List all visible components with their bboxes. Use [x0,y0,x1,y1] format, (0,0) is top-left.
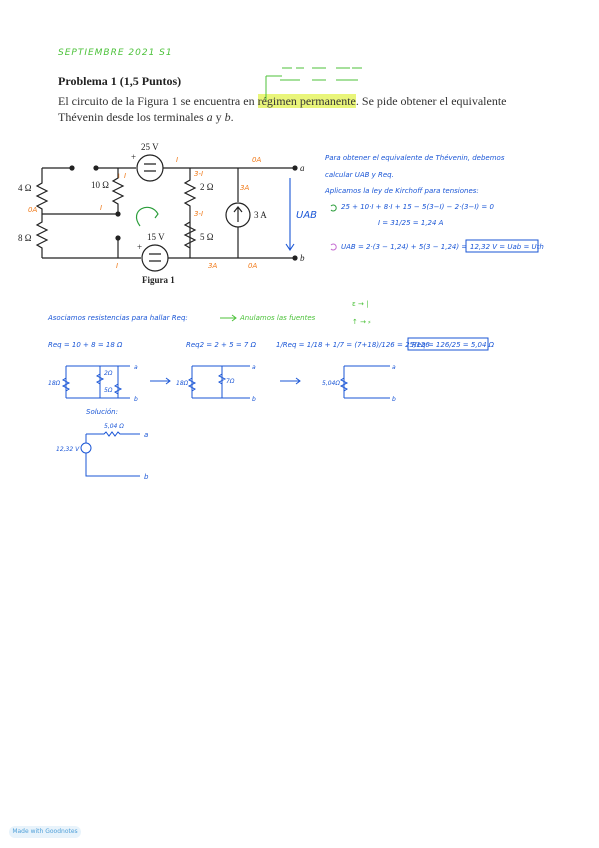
req-notes: Asociamos resistencias para hallar Req: … [47,314,495,349]
solution-label: Solución: [86,408,118,416]
problem-statement: El circuito de la Figura 1 se encuentra … [58,93,544,125]
ann-3a: 3A [240,184,249,192]
figure-caption: Figura 1 [142,275,175,285]
note-line1: Para obtener el equivalente de Thévenin,… [325,154,505,162]
goodnotes-badge: Made with Goodnotes [9,826,81,838]
statement-post: . Se pide obtener el equivalente Théveni… [58,94,507,124]
scribble [265,67,362,100]
req-r1: Req = 10 + 8 = 18 Ω [48,341,123,349]
uab-result-box [465,239,539,253]
req-circuits [61,365,390,399]
label-10ohm: 10 Ω [91,180,109,190]
label-term-a: a [300,163,305,173]
ann-i-bot: I [116,262,118,270]
label-25v: 25 V [141,142,159,152]
req-r3: 1/Req = 1/18 + 1/7 = (7+18)/126 = 25/126 [276,341,430,349]
label-15v: 15 V [147,232,165,242]
req-circuit-labels: 18Ω 2Ω 5Ω 18Ω 7Ω 5,04Ω a b a b a b [48,364,396,403]
solution-circuit [80,431,140,477]
ann-oa-bot: 0A [248,262,257,270]
note-eq3: UAB = 2·(3 − 1,24) + 5(3 − 1,24) = [341,243,467,251]
label-8ohm: 8 Ω [18,233,32,243]
src-i-rule: ↑ → ⸗ [352,318,371,326]
note-line2: calcular UAB y Req. [325,171,394,179]
src-v-rule: ε → | [352,300,368,308]
c1-c: 5Ω [104,387,113,394]
uab-arrow [285,178,295,251]
req-result-box [407,337,489,351]
green-arrow [220,314,237,322]
source-rules: ε → | ↑ → ⸗ [352,300,371,326]
req-arrow-note: Anulamos las fuentes [239,314,316,322]
ann-d2: 3-I [194,210,203,218]
c1-a: 18Ω [48,380,61,387]
ann-i-mid: I [100,204,102,212]
label-5ohm: 5 Ω [200,232,214,242]
note-eq3-box: 12,32 V = Uab = Uth [470,243,544,251]
plus-25v: + [131,152,136,162]
solution-v: 12,32 V [56,446,80,453]
component-labels: 25 V 15 V 4 Ω 8 Ω 10 Ω 2 Ω 5 Ω 3 A a b +… [18,142,305,285]
loop-mark-2 [330,243,337,251]
req-r3-box: Req = 126/25 = 5,04 Ω [412,341,495,349]
loop-mark-1 [330,204,337,212]
plus-15v: + [137,242,142,252]
ann-oa1: 0A [28,206,37,214]
c2-a: 18Ω [176,380,189,387]
label-term-b: b [300,253,305,263]
statement-pre: El circuito de la Figura 1 se encuentra … [58,94,258,108]
req-r2: Req2 = 2 + 5 = 7 Ω [186,341,257,349]
c3-tb: b [392,396,396,403]
solution-tb: b [144,473,149,481]
label-4ohm: 4 Ω [18,183,32,193]
c1-ta: a [134,364,138,371]
ann-uab: UAB [296,210,317,221]
statement-and: y [212,110,225,124]
circuit-figure [35,154,298,272]
solution-labels: Solución: 5,04 Ω 12,32 V a b [56,408,149,481]
c2-tb: b [252,396,256,403]
solution-r: 5,04 Ω [104,423,124,430]
terminal-b-ref: b [224,110,231,124]
ann-3ab: 3A [208,262,217,270]
ann-oa2: 0A [252,156,261,164]
note-eq1: 25 + 10·I + 8·I + 15 − 5(3−I) − 2·(3−I) … [341,203,494,211]
c1-tb: b [134,396,138,403]
label-2ohm: 2 Ω [200,182,214,192]
problem-title: Problema 1 (1,5 Puntos) [58,74,182,88]
label-3a: 3 A [254,210,267,220]
req-line: Asociamos resistencias para hallar Req: [47,314,188,322]
note-line3: Aplicamos la ley de Kirchoff para tensio… [324,187,479,195]
c1-b: 2Ω [104,370,113,377]
terminal-a-ref: a [206,110,213,124]
statement-highlight: régimen permanente [257,94,356,108]
date-note: SEPTIEMBRE 2021 S1 [58,48,173,58]
statement-end: . [230,110,234,124]
solution-ta: a [144,431,148,439]
c3-ta: a [392,364,396,371]
ann-d1: 3-I [194,170,203,178]
c2-ta: a [252,364,256,371]
kirchhoff-notes: Para obtener el equivalente de Thévenin,… [324,154,544,251]
ann-i-top: I [176,156,178,164]
c2-b: 7Ω [226,378,235,385]
note-eq2: I = 31/25 = 1,24 A [378,219,444,227]
loop-arrow [136,206,159,227]
current-annotations: 0A 0A 0A I I I I 3-I 3-I 3A 3A [28,156,261,270]
c3-a: 5,04Ω [322,380,340,387]
ann-i-mid2: I [118,173,120,180]
ann-i-left: I [124,172,126,180]
